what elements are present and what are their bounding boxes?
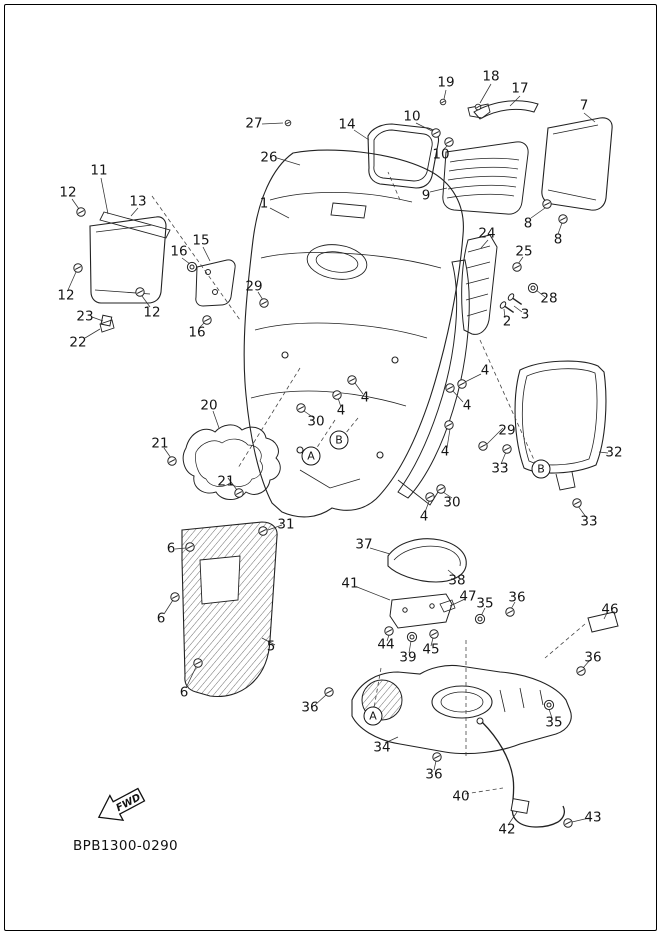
callout-45: 45 [422, 641, 440, 658]
part-grille [442, 141, 529, 215]
callout-18: 18 [482, 68, 500, 85]
callout-24: 24 [478, 225, 496, 242]
callout-17: 17 [511, 80, 529, 97]
callout-4: 4 [462, 397, 472, 414]
callout-25: 25 [515, 243, 533, 260]
callout-6: 6 [166, 540, 176, 557]
part-gasket [182, 424, 281, 500]
part-rear-panel [514, 360, 607, 491]
callout-30: 30 [443, 494, 461, 511]
construction-lines [151, 171, 586, 795]
part-right-cover [541, 117, 613, 211]
callout-14: 14 [338, 116, 356, 133]
part-front-panel [243, 149, 464, 518]
callout-12: 12 [57, 287, 75, 304]
part-cable [476, 717, 565, 828]
callout-1: 1 [259, 195, 269, 212]
callout-6: 6 [179, 684, 189, 701]
callout-21: 21 [217, 473, 235, 490]
callout-29: 29 [498, 422, 516, 439]
callout-37: 37 [355, 536, 373, 553]
part-label-tag [587, 611, 619, 633]
callout-10: 10 [432, 146, 450, 163]
callout-9: 9 [421, 187, 431, 204]
callout-33: 33 [491, 460, 509, 477]
part-trim-strip [467, 100, 539, 120]
callout-6: 6 [156, 610, 166, 627]
callout-27: 27 [245, 115, 263, 132]
callout-4: 4 [419, 508, 429, 525]
part-side-stay [397, 259, 470, 506]
part-leg-shield [181, 521, 278, 698]
callout-35: 35 [476, 595, 494, 612]
callout-30: 30 [307, 413, 325, 430]
callout-2: 2 [502, 313, 512, 330]
part-seat-pad [387, 538, 467, 583]
callout-36: 36 [425, 766, 443, 783]
callout-43: 43 [584, 809, 602, 826]
diagram-code: BPB1300-0290 [73, 838, 179, 854]
callout-16: 16 [188, 324, 206, 341]
part-inner-panel [461, 234, 498, 335]
marker-A: A [363, 706, 383, 726]
callout-16: 16 [170, 243, 188, 260]
callout-20: 20 [200, 397, 218, 414]
callout-40: 40 [452, 788, 470, 805]
callout-28: 28 [540, 290, 558, 307]
callout-4: 4 [440, 443, 450, 460]
callout-15: 15 [192, 232, 210, 249]
callout-26: 26 [260, 149, 278, 166]
callout-39: 39 [399, 649, 417, 666]
part-clips [99, 314, 115, 333]
part-windscreen-garnish [367, 123, 440, 189]
callout-46: 46 [601, 601, 619, 618]
marker-B: B [329, 430, 349, 450]
callout-4: 4 [480, 362, 490, 379]
callout-4: 4 [336, 402, 346, 419]
callout-19: 19 [437, 74, 455, 91]
callout-35: 35 [545, 714, 563, 731]
callout-21: 21 [151, 435, 169, 452]
callout-4: 4 [360, 389, 370, 406]
callout-36: 36 [584, 649, 602, 666]
callout-34: 34 [373, 739, 391, 756]
callout-3: 3 [520, 306, 530, 323]
callout-33: 33 [580, 513, 598, 530]
callout-36: 36 [301, 699, 319, 716]
callout-13: 13 [129, 193, 147, 210]
callout-42: 42 [498, 821, 516, 838]
callout-29: 29 [245, 278, 263, 295]
callout-5: 5 [266, 638, 276, 655]
marker-B: B [531, 459, 551, 479]
callout-23: 23 [76, 308, 94, 325]
callout-11: 11 [90, 162, 108, 179]
callout-38: 38 [448, 572, 466, 589]
callout-7: 7 [579, 97, 589, 114]
callout-32: 32 [605, 444, 623, 461]
callout-22: 22 [69, 334, 87, 351]
part-bracket-plate [389, 593, 456, 629]
callout-47: 47 [459, 588, 477, 605]
callout-41: 41 [341, 575, 359, 592]
callout-12: 12 [143, 304, 161, 321]
marker-A: A [301, 446, 321, 466]
callout-12: 12 [59, 184, 77, 201]
callout-36: 36 [508, 589, 526, 606]
callout-10: 10 [403, 108, 421, 125]
callout-8: 8 [523, 215, 533, 232]
callout-44: 44 [377, 636, 395, 653]
callout-31: 31 [277, 516, 295, 533]
callout-8: 8 [553, 231, 563, 248]
